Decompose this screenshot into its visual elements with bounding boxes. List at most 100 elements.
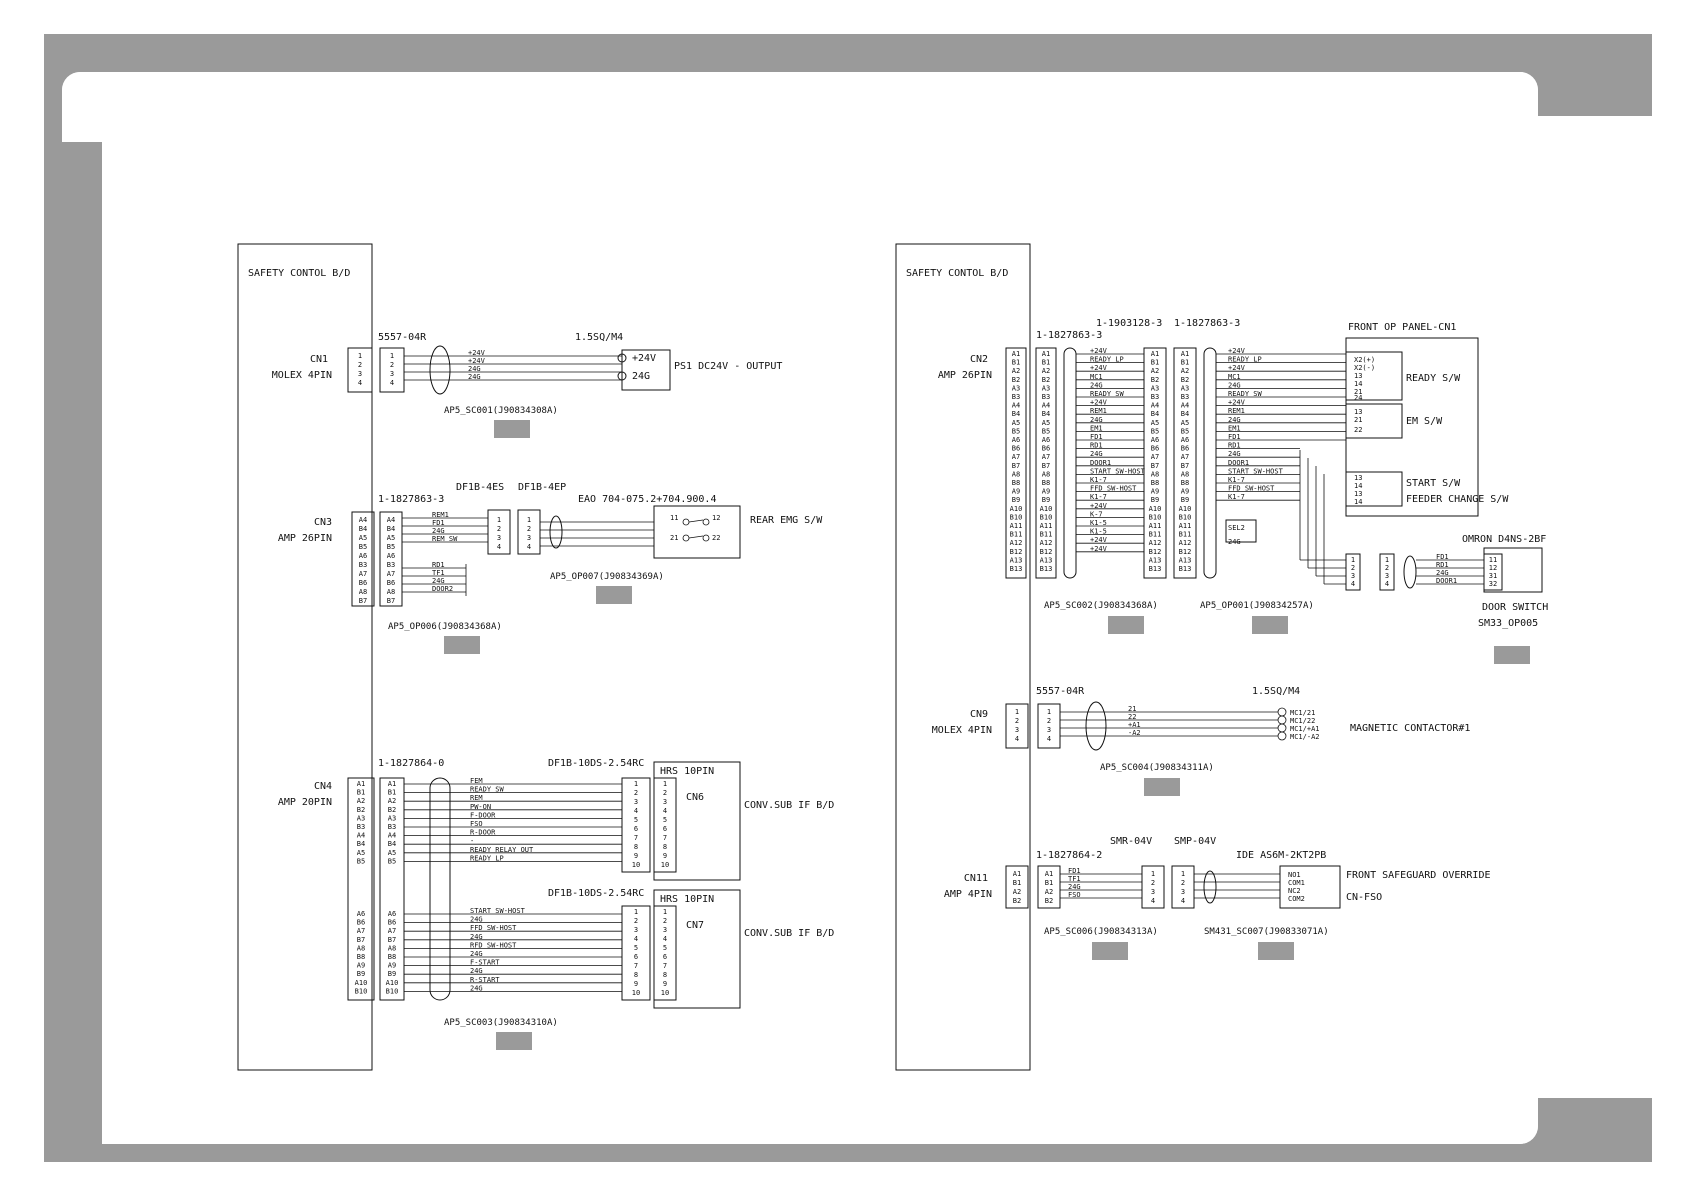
cn2-wire-label: MC1 [1090,373,1103,381]
cn4-wire-label: F-START [470,959,500,967]
cn7-pin: 6 [634,953,638,961]
cn3-wire2-label: 24G [432,577,445,585]
cn1-label: CN1 [310,354,328,365]
panel-pin: 13 [1354,474,1362,482]
sel2-label: SEL2 [1228,524,1245,532]
cn2-plug-pin: A2 [1042,367,1050,375]
feeder-sw-label: FEEDER CHANGE S/W [1406,494,1509,505]
cn3-wire2-label: RD1 [432,561,445,569]
cn11-sub: AMP 4PIN [944,889,992,900]
cn4-wire-label: - [470,837,474,845]
cn3-switch-blade [688,519,704,523]
cn2-mid-pin: B2 [1151,376,1159,384]
cn2-board-pin: A8 [1012,470,1020,478]
cn4-label: CN4 [314,781,332,792]
cn2-out-label: READY LP [1228,356,1262,364]
cn6-pin: 6 [634,825,638,833]
cn11-board-pin: A2 [1013,888,1021,896]
cn1-code: AP5_SC001(J90834308A) [444,406,558,416]
cn4-board-pin: B5 [357,857,365,865]
cn2-panel: FRONT OP PANEL-CN1 [1348,322,1456,333]
cn2-mid-pin: A2 [1151,367,1159,375]
cn3-plug-pin: B7 [387,597,395,605]
cn2-board-pin: B5 [1012,427,1020,435]
cn2-board-pin: B6 [1012,445,1020,453]
cn7-hrs-pin: 6 [663,953,667,961]
cn6-hrs-pin: 3 [663,798,667,806]
cn2-board-pin: B9 [1012,496,1020,504]
cn2-mid-pin: A5 [1151,419,1159,427]
cn11-out-pin: 3 [1181,888,1185,896]
cn3-sw-pin: 12 [712,514,720,522]
cn2-plug-pin: B3 [1042,393,1050,401]
cn4-plug-pin: B10 [386,987,399,995]
cn4-wire-label: READY RELAY OUT [470,846,534,854]
cn2-partA: 1-1827863-3 [1036,330,1102,341]
door-pin: 32 [1489,580,1497,588]
cn6-hrs-pin: 10 [661,861,669,869]
cn2-mid-pin: B6 [1151,445,1159,453]
cn6-pin: 8 [634,843,638,851]
panel-pin: 14 [1354,482,1362,490]
cn2-plug-pin: B8 [1042,479,1050,487]
cn3-plug-pin: B4 [387,525,395,533]
cn9-connector: 5557-04R [1036,686,1085,697]
cn2-mid-pin: A6 [1151,436,1159,444]
cn2-mid-pin: B10 [1149,513,1162,521]
cn2-plug-pin: A12 [1040,539,1053,547]
cn2-board-pin: B10 [1010,513,1023,521]
cn4-plug-pin: B8 [388,953,396,961]
cn4-plug-pin: A7 [388,927,396,935]
cn1-wire-label: 24G [468,365,481,373]
cn2-plug-pin: B10 [1040,513,1053,521]
cn2-tag1 [1108,616,1144,634]
cn4-plug-pin: B9 [388,970,396,978]
cn1-plug-pin: 3 [390,370,394,378]
cn3-board-pin: B6 [359,579,367,587]
cn2-board-pin: B8 [1012,479,1020,487]
cn2-plug-pin: B6 [1042,445,1050,453]
cn4-wire-label: 24G [470,950,483,958]
cn2-mid-pin: A11 [1149,522,1162,530]
door-plug-pin: 4 [1351,580,1355,588]
cn6-pin: 1 [634,780,638,788]
cn2-out-label: FFD SW-HOST [1228,485,1275,493]
cn11-plug-pin: B1 [1045,879,1053,887]
cn11-wire-label: TF1 [1068,875,1081,883]
cn2-board-pin: A10 [1010,505,1023,513]
panel-pin: 14 [1354,380,1362,388]
cn4-plug-pin: B2 [388,806,396,814]
door-wire-label: 24G [1436,569,1449,577]
cn2-plug-pin: B13 [1040,565,1053,573]
cn3-plug-pin: B5 [387,543,395,551]
cn1-board-pin: 1 [358,352,362,360]
cn2-wire-label: +24V [1090,502,1108,510]
cn3-board-pin: B3 [359,561,367,569]
cn2-code2: AP5_OP001(J90834257A) [1200,601,1314,611]
cn2-tag2 [1252,616,1288,634]
cn3-contact [702,518,710,526]
cn11-group: CN11 AMP 4PIN SMR-04V SMP-04V 1-1827864-… [944,836,1491,960]
cn1-sub: MOLEX 4PIN [272,370,332,381]
cn11-ide: IDE AS6M-2KT2PB [1236,850,1326,861]
cn2-code1: AP5_SC002(J90834368A) [1044,601,1158,611]
cn2-board-pin: A2 [1012,367,1020,375]
cn11-board-pin: B2 [1013,897,1021,905]
cn4-plug-pin: A4 [388,832,396,840]
cn2-mid-pin: B9 [1151,496,1159,504]
cn9-board-pin: 1 [1015,708,1019,716]
cn2-plug-pin: A5 [1042,419,1050,427]
cn2-mid-pin: B11 [1149,531,1162,539]
cn4-wire-label: REM [470,794,483,802]
cn2-out-pin: B1 [1181,359,1189,367]
cn2-plug-pin: B9 [1042,496,1050,504]
cn4-group: CN4 AMP 20PIN 1-1827864-0 DF1B-10DS-2.54… [278,758,834,1050]
cn2-plug-pin: B5 [1042,427,1050,435]
cn3-plug-pin: A7 [387,570,395,578]
cn1-term-1: +24V [632,353,656,364]
cn11-wire-label: FD1 [1068,867,1081,875]
cn11-sub2: CN-FSO [1346,892,1382,903]
